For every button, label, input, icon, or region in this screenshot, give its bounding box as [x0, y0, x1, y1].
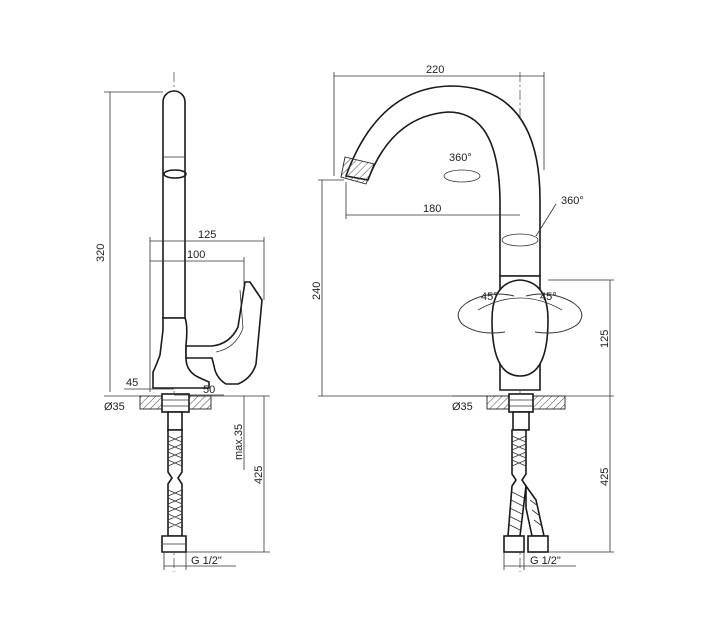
front-reach-label: 180	[423, 203, 441, 215]
front-angle-left-label: 45°	[481, 291, 498, 303]
front-handle-height-label: 125	[599, 330, 611, 348]
side-hose	[167, 429, 183, 537]
front-hose-right	[525, 483, 545, 537]
front-flange-hatch-left	[486, 395, 510, 410]
side-body	[152, 317, 210, 389]
front-thread-label: G 1/2"	[530, 555, 561, 567]
side-diameter-label: Ø35	[104, 401, 125, 413]
front-spout-outlet	[340, 156, 375, 185]
front-angle-arc	[477, 297, 563, 311]
front-hose-nut-left	[503, 535, 525, 553]
front-spout	[344, 85, 541, 277]
side-shank	[167, 411, 183, 431]
side-hose-braid	[167, 435, 183, 529]
side-flange-hatch-right	[188, 395, 212, 410]
front-rotation-ellipse-top	[443, 169, 481, 183]
front-handle	[491, 279, 549, 377]
side-max-thickness-label: max.35	[233, 424, 245, 460]
front-angle-right-label: 45°	[540, 291, 557, 303]
side-body-width-label: 100	[187, 249, 205, 261]
side-height-label: 320	[95, 244, 107, 262]
side-flange-core	[161, 393, 190, 413]
side-offset-right-label: 50	[203, 384, 215, 396]
side-thread-label: G 1/2"	[191, 555, 222, 567]
side-offset-left-label: 45	[126, 377, 138, 389]
front-reach-total-label: 220	[426, 64, 444, 76]
front-rotation-leader	[535, 203, 557, 237]
front-handle-ghost-right	[525, 293, 583, 334]
front-flange-core	[508, 393, 534, 413]
front-rotation-right-label: 360°	[561, 195, 584, 207]
front-hose-length-label: 425	[599, 468, 611, 486]
side-aerator	[163, 169, 187, 179]
front-flange-hatch-right	[532, 395, 566, 410]
side-flange-hatch-left	[139, 395, 163, 410]
side-handle-width-label: 125	[198, 229, 216, 241]
side-view: 320 125 100 45 50 Ø35 max.35 425 G 1/2"	[95, 72, 270, 572]
front-diameter-label: Ø35	[452, 401, 473, 413]
side-spout-tube	[162, 90, 186, 319]
side-handle	[185, 281, 263, 385]
side-hose-length-label: 425	[253, 466, 265, 484]
front-hose-nut-right	[527, 535, 549, 553]
front-view: 360° 360° 45° 45° 220	[311, 64, 614, 572]
front-shank	[512, 411, 530, 431]
side-handle-inner	[215, 289, 244, 353]
front-handle-ghost-left	[457, 293, 515, 334]
front-rotation-top-label: 360°	[449, 152, 472, 164]
front-spout-height-label: 240	[311, 282, 323, 300]
front-hose-braid	[507, 435, 543, 531]
front-rotation-ellipse-right	[501, 233, 539, 247]
